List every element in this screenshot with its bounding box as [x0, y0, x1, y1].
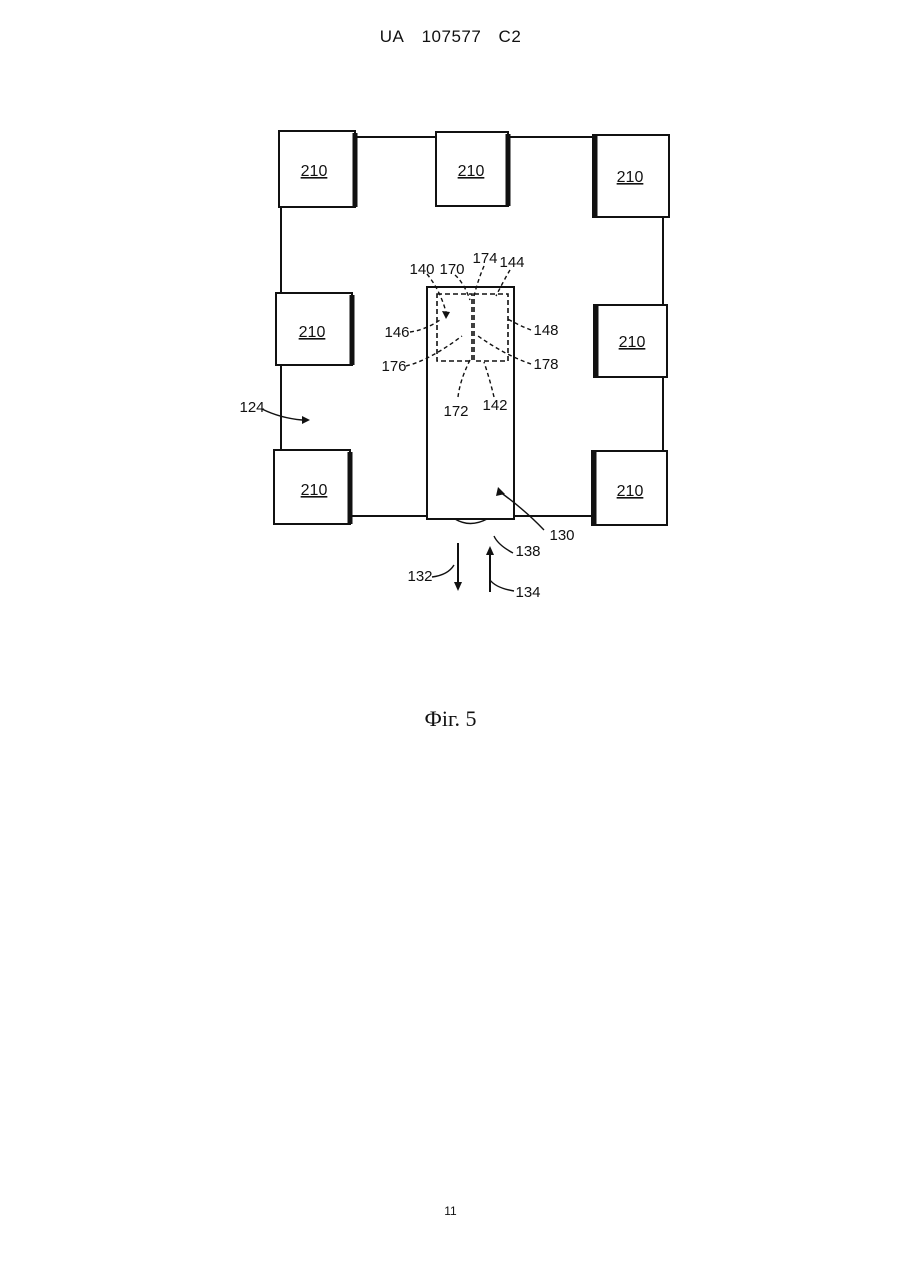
label-146: 146 [384, 324, 409, 341]
flow-arrows [458, 543, 490, 592]
label-130: 130 [549, 527, 574, 544]
module-label: 210 [619, 334, 646, 351]
module-mid-left: 210 [276, 293, 352, 365]
label-176: 176 [381, 358, 406, 375]
label-140: 140 [409, 261, 434, 278]
label-178: 178 [533, 356, 558, 373]
label-172: 172 [443, 403, 468, 420]
figure-caption: Фіг. 5 [0, 706, 901, 732]
label-138: 138 [515, 543, 540, 560]
module-top-center: 210 [436, 132, 508, 206]
patent-drawing: 210 210 210 210 210 210 210 [0, 0, 901, 700]
module-top-left: 210 [279, 131, 355, 207]
label-132: 132 [407, 568, 432, 585]
label-124: 124 [239, 399, 264, 416]
module-label: 210 [299, 324, 326, 341]
label-142: 142 [482, 397, 507, 414]
label-174: 174 [472, 250, 497, 267]
label-148: 148 [533, 322, 558, 339]
module-mid-right: 210 [594, 305, 667, 377]
label-144: 144 [499, 254, 524, 271]
module-label: 210 [301, 163, 328, 180]
module-top-right: 210 [593, 135, 669, 217]
label-134: 134 [515, 584, 540, 601]
label-170: 170 [439, 261, 464, 278]
page-number: 11 [0, 1204, 901, 1218]
module-label: 210 [301, 482, 328, 499]
module-label: 210 [458, 163, 485, 180]
module-label: 210 [617, 483, 644, 500]
module-label: 210 [617, 169, 644, 186]
module-bottom-right: 210 [592, 451, 667, 525]
module-bottom-left: 210 [274, 450, 350, 524]
